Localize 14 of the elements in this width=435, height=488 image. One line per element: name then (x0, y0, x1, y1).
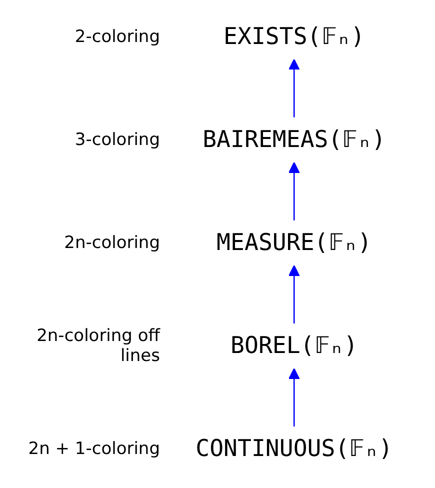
coloring-note: 2-coloring (74, 26, 160, 48)
node-text: EXISTS(𝔽ₙ) (224, 23, 365, 50)
coloring-note: 3-coloring (74, 130, 160, 150)
coloring-note: 2n-coloring off lines (36, 326, 160, 366)
coloring-note: 2n-coloring (63, 233, 160, 254)
arrow (288, 162, 300, 220)
arrow (288, 58, 300, 118)
arrow (288, 368, 300, 427)
node-text: BOREL(𝔽ₙ) (230, 332, 358, 360)
node-text: BAIREMEAS(𝔽ₙ) (202, 126, 386, 154)
coloring-note: 2n + 1-coloring (27, 439, 160, 460)
arrow (288, 265, 300, 324)
node-text: CONTINUOUS(𝔽ₙ) (196, 436, 393, 463)
node-text: MEASURE(𝔽ₙ) (216, 229, 372, 257)
